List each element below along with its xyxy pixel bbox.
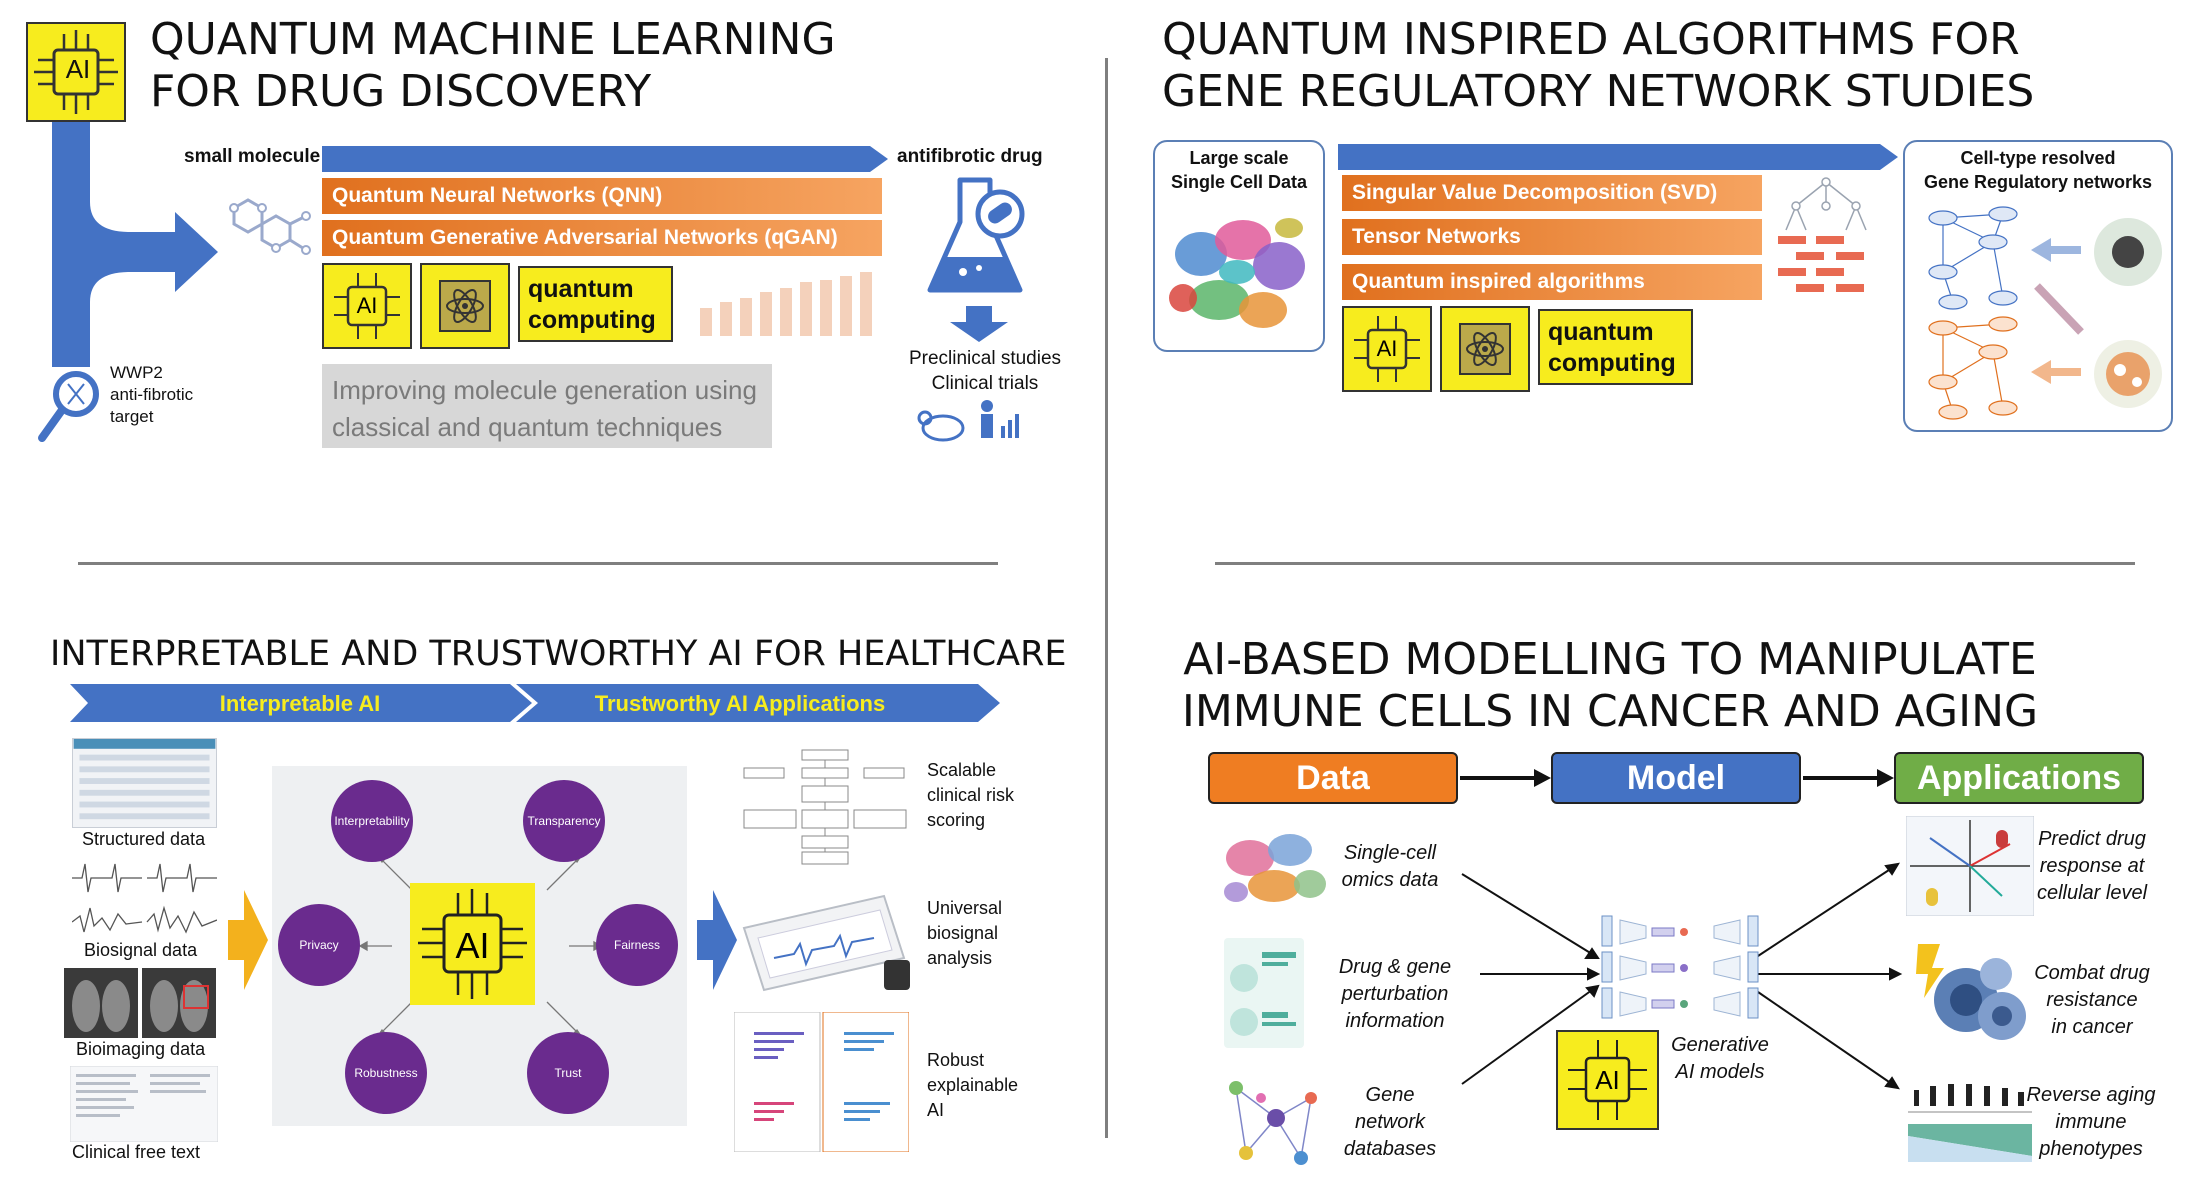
q2-divider	[1215, 562, 2135, 565]
flask-drug-icon	[927, 177, 1025, 293]
shap-analysis-thumb	[734, 1012, 909, 1152]
q2-title: QUANTUM INSPIRED ALGORITHMS FOR GENE REG…	[1162, 14, 2035, 117]
q1-progress-arrow	[322, 146, 888, 172]
biosignal-data-label: Biosignal data	[84, 940, 198, 960]
svd-bar: Singular Value Decomposition (SVD)	[1342, 175, 1762, 211]
tensor-network-diagram-icon	[1778, 177, 1867, 292]
q3-arrows	[70, 684, 1000, 722]
q1-fork-arrow-icon	[52, 122, 218, 367]
transparency-node: Transparency	[523, 780, 605, 862]
cancer-cells-icon	[1916, 944, 2026, 1040]
q2-ai-label: AI	[1376, 336, 1398, 361]
trustworthy-ai-label: Trustworthy AI Applications	[594, 691, 886, 716]
interpretable-ai-label: Interpretable AI	[219, 691, 381, 716]
large-scale-label: Large scale Single Cell Data	[1170, 148, 1308, 192]
molecule-generation-sketch	[700, 272, 872, 336]
clinical-text-thumb	[70, 1066, 218, 1142]
q2-ai-chip-icon: AI	[1342, 306, 1432, 392]
q3-input-arrow-icon	[228, 890, 268, 990]
q3-output-arrow-icon	[697, 890, 737, 990]
model-pill: Model	[1551, 752, 1801, 804]
trust-node: Trust	[527, 1032, 609, 1114]
antifibrotic-drug-label: antifibrotic drug	[897, 146, 1043, 167]
q1-small-ai-label: AI	[356, 293, 378, 318]
data-pill: Data	[1208, 752, 1458, 804]
q4-ai-chip-icon: AI	[1556, 1030, 1659, 1130]
q1-ai-chip-icon: AI	[26, 22, 126, 122]
vertical-divider	[1105, 58, 1108, 1138]
tensor-networks-bar: Tensor Networks	[1342, 219, 1762, 255]
large-scale-panel: Large scale Single Cell Data	[1153, 140, 1325, 352]
cell-type-label: Cell-type resolved Gene Regulatory netwo…	[1923, 148, 2153, 192]
robustness-node: Robustness	[345, 1032, 427, 1114]
structured-data-label: Structured data	[82, 829, 206, 849]
q4-ai-label: AI	[1595, 1065, 1620, 1095]
q1-quantum-computing-box: quantum computing	[518, 266, 673, 342]
q2-progress-arrow	[1338, 144, 1898, 170]
small-molecule-label: small molecule	[184, 146, 321, 167]
qgan-bar: Quantum Generative Adversarial Networks …	[322, 220, 882, 256]
applications-pill: Applications	[1894, 752, 2144, 804]
biosignal-device-icon	[742, 894, 910, 992]
small-molecule-icon	[229, 198, 311, 255]
q4-title: AI-BASED MODELLING TO MANIPULATE IMMUNE …	[1181, 634, 2039, 737]
q2-quantum-chip-icon	[1440, 306, 1530, 392]
quantum-inspired-bar: Quantum inspired algorithms	[1342, 264, 1762, 300]
single-cell-omics-icon	[1224, 834, 1326, 902]
structured-data-thumb	[72, 738, 217, 828]
cell-type-grn-panel: Cell-type resolved Gene Regulatory netwo…	[1903, 140, 2173, 432]
pill-arrows	[1460, 769, 1894, 787]
bioimaging-data-label: Bioimaging data	[76, 1039, 206, 1059]
q1-quantum-chip-icon	[420, 263, 510, 349]
grn-networks-icon	[1928, 206, 2162, 420]
q1-ai-label: AI	[65, 54, 91, 84]
q1-divider	[78, 562, 998, 565]
fairness-node: Fairness	[596, 904, 678, 986]
generative-model-diagram	[1601, 915, 1759, 1019]
clinical-free-text-label: Clinical free text	[72, 1142, 201, 1162]
qnn-bar: Quantum Neural Networks (QNN)	[322, 178, 882, 214]
perturbation-info-icon	[1224, 938, 1304, 1048]
privacy-node: Privacy	[278, 904, 360, 986]
magnifier-target-icon	[38, 371, 99, 442]
tsne-scatter-icon	[1169, 218, 1305, 328]
flow-arrows	[1461, 862, 1903, 1090]
q1-target-label: WWP2 anti-fibrotic target	[110, 363, 194, 426]
q1-title: QUANTUM MACHINE LEARNING FOR DRUG DISCOV…	[150, 14, 836, 117]
q3-ai-label: AI	[455, 925, 490, 966]
bioimaging-thumb	[64, 968, 216, 1038]
drug-response-plot-icon	[1906, 816, 2034, 916]
mouse-clinician-icon	[917, 400, 1019, 442]
risk-scoring-flowchart	[743, 749, 907, 865]
q1-summary-box: Improving molecule generation using clas…	[322, 364, 772, 448]
q3-title: INTERPRETABLE AND TRUSTWORTHY AI FOR HEA…	[50, 634, 1067, 674]
q3-ai-chip-icon: AI	[410, 883, 535, 1005]
preclinical-label: Preclinical studies Clinical trials	[908, 348, 1062, 394]
q2-quantum-computing-box: quantum computing	[1538, 309, 1693, 385]
interpretability-node: Interpretability	[331, 780, 413, 862]
q1-small-ai-chip-icon: AI	[322, 263, 412, 349]
aging-timeline-icon	[1908, 1084, 2032, 1162]
down-arrow-icon	[950, 306, 1008, 342]
biosignal-thumb	[72, 863, 217, 934]
gene-network-icon	[1229, 1081, 1317, 1165]
